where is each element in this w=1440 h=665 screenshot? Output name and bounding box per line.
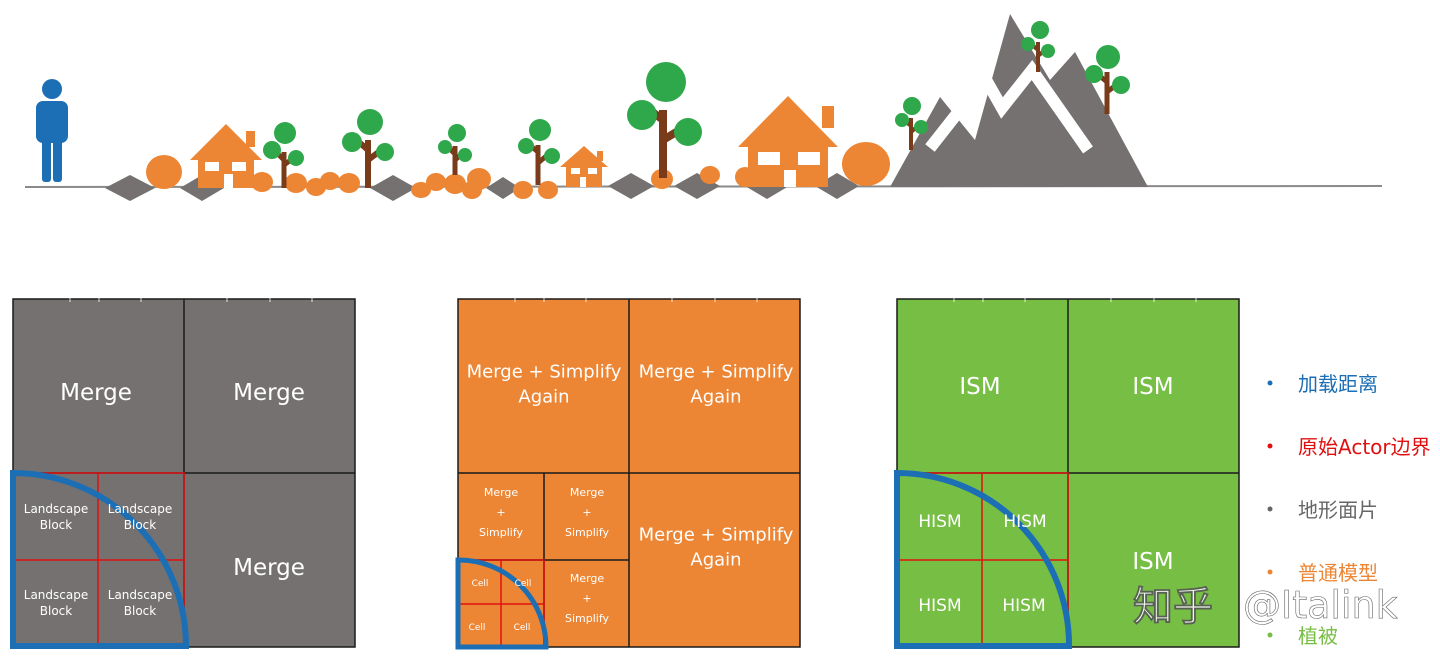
load-distance-arc — [10, 469, 190, 649]
mountain-icon — [890, 14, 1148, 187]
load-distance-arc — [894, 469, 1073, 649]
legend-bullet — [1267, 569, 1273, 575]
tree-icons — [263, 21, 1130, 188]
legend-label: 原始Actor边界 — [1298, 435, 1431, 459]
tree-icon — [263, 122, 304, 188]
legend-label: 普通模型 — [1298, 561, 1378, 585]
legend: 加载距离 原始Actor边界 地形面片 普通模型 植被 — [1267, 372, 1431, 648]
watermark-brand: 知乎 — [1133, 584, 1213, 630]
legend-bullet — [1267, 380, 1273, 386]
legend-label: 植被 — [1298, 624, 1338, 648]
cell-label: Cell — [472, 579, 489, 589]
cell-label: Cell — [469, 623, 486, 633]
legend-bullet — [1267, 443, 1273, 449]
tree-icon — [1085, 45, 1130, 114]
person-icon — [36, 79, 68, 182]
cell-label: Cell — [515, 579, 532, 589]
cell-label: Merge+Simplify — [479, 486, 524, 539]
tree-icon — [342, 109, 394, 188]
tree-icon — [1021, 21, 1055, 72]
cell-label: HISM — [918, 596, 961, 616]
cell-label: Merge+Simplify — [565, 572, 610, 625]
legend-item: 植被 — [1267, 624, 1338, 648]
cell-label: Merge+Simplify — [565, 486, 610, 539]
legend-label: 地形面片 — [1298, 498, 1378, 522]
cell-label: ISM — [959, 374, 1000, 400]
cell-label: Cell — [514, 623, 531, 633]
cell-label: Merge — [60, 380, 132, 406]
cell-label: Merge — [233, 555, 305, 581]
legend-item: 普通模型 — [1267, 561, 1378, 585]
tree-icon — [627, 62, 702, 178]
tree-icon — [895, 97, 928, 150]
landscape-scene — [24, 14, 1383, 201]
cell-label: HISM — [1003, 512, 1046, 532]
house-icon-1 — [190, 124, 262, 188]
cell-label: ISM — [1132, 374, 1173, 400]
legend-item: 地形面片 — [1267, 498, 1378, 522]
cell-label: ISM — [1132, 549, 1173, 575]
cell-label: HISM — [1002, 596, 1045, 616]
legend-item: 原始Actor边界 — [1267, 435, 1431, 459]
house-icon-3 — [738, 96, 838, 187]
legend-bullet — [1267, 506, 1273, 512]
watermark: 知乎 @Italink — [1133, 583, 1398, 631]
legend-label: 加载距离 — [1298, 372, 1378, 396]
cell-label: Merge — [233, 380, 305, 406]
legend-item: 加载距离 — [1267, 372, 1378, 396]
panel-foliage: ISM ISM ISM HISM HISM HISM HISM — [894, 297, 1240, 649]
watermark-handle: @Italink — [1243, 583, 1398, 627]
cell-label: HISM — [918, 512, 961, 532]
house-icon-2 — [560, 146, 608, 187]
legend-bullet — [1267, 632, 1273, 638]
load-distance-arc — [455, 557, 549, 650]
tree-icon — [518, 119, 560, 185]
tree-icon — [438, 124, 472, 175]
